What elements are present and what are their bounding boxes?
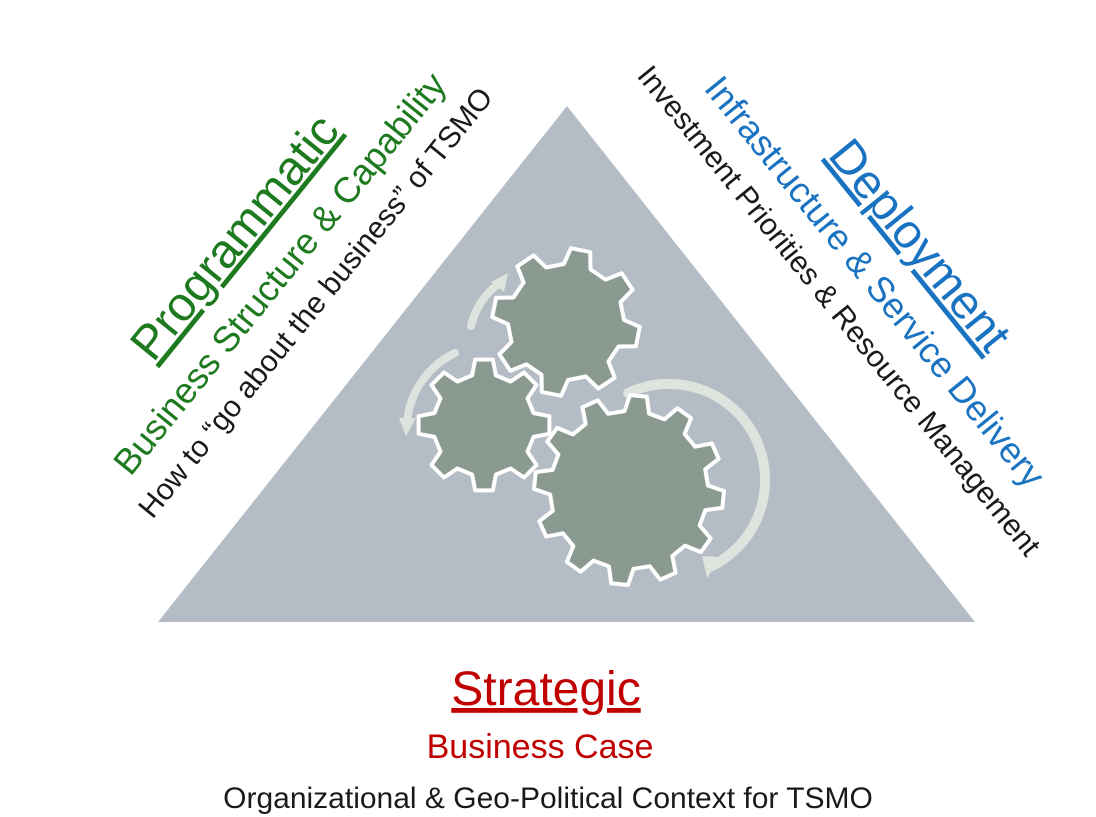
small-left-arrow-icon [403,349,459,426]
small-top-arrowhead-icon [491,273,508,292]
strategic-title: Strategic [451,663,640,716]
large-gear-arrow-icon [623,378,771,572]
small-top-gear-icon [490,246,642,398]
small-left-arrowhead-icon [399,418,416,436]
gears-icon [416,246,726,587]
large-gear-arrowhead-icon [702,556,721,578]
small-left-gear-icon [416,357,552,493]
strategic-subtitle: Business Case [427,728,654,766]
large-gear-icon [532,393,726,587]
rotation-arrow-icon [399,273,771,578]
strategic-description: Organizational & Geo-Political Context f… [223,782,873,815]
